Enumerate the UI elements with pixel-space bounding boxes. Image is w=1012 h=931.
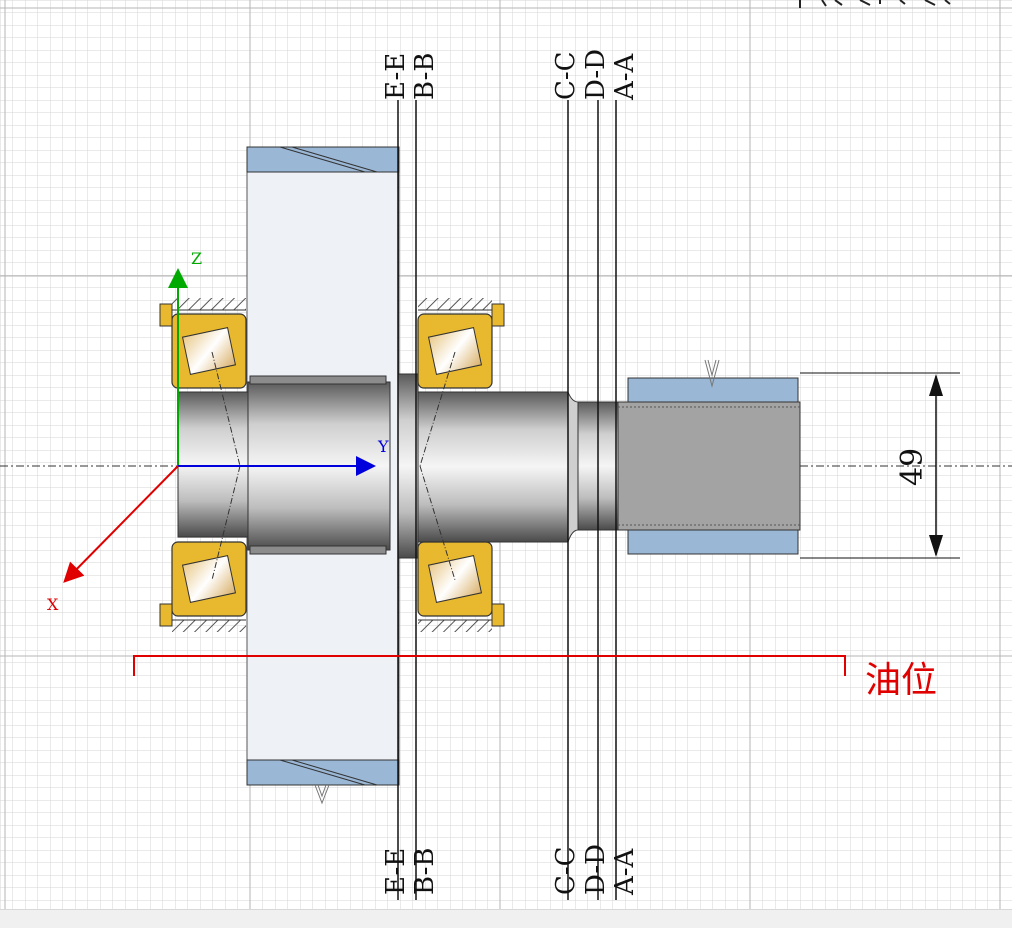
shaft-seg-left-bearing (177, 391, 249, 538)
oil-level-line (133, 655, 846, 676)
shaft-seg-right-bearing (417, 391, 569, 543)
oil-level-label: 油位 (865, 660, 937, 701)
surface-finish-mark (314, 784, 330, 805)
oil-level[interactable]: 油位 (133, 655, 937, 701)
dimension-value: 49 (895, 448, 930, 486)
z-axis-label: Z (191, 249, 202, 268)
axis-triad: Z Y X (47, 249, 389, 614)
x-axis-arrow (63, 465, 179, 583)
section-label-top-b: B-B (410, 53, 440, 100)
housing-hatching (172, 298, 492, 632)
section-label-bottom-d: D-D (581, 844, 611, 895)
fillet (567, 391, 579, 543)
shaft-shoulder (397, 373, 419, 559)
bearing-left-bottom-lug (159, 603, 173, 627)
key-top (249, 375, 387, 385)
section-label-top-d: D-D (581, 49, 611, 100)
section-lines (397, 100, 617, 900)
status-bar (0, 909, 1012, 928)
bearing-right-top-lug (491, 303, 505, 327)
bearing-left-top-lug (159, 303, 173, 327)
y-axis-label: Y (377, 437, 389, 456)
section-label-bottom-a: A-A (610, 847, 640, 896)
roller-left-bottom (181, 555, 237, 603)
roller-right-top (427, 327, 483, 375)
section-label-top-a: A-A (610, 52, 640, 101)
x-axis-label: X (47, 595, 59, 614)
bearing-right-bottom-lug (491, 603, 505, 627)
helix-marks (279, 146, 378, 786)
section-label-bottom-e: E-E (381, 848, 411, 895)
section-label-bottom-b: B-B (410, 848, 440, 895)
bearing-left[interactable] (159, 303, 247, 627)
roller-left-top (181, 327, 237, 375)
surface-finish-mark-2 (704, 359, 720, 388)
coupling-bottom (627, 529, 799, 555)
section-label-top-e: E-E (381, 53, 411, 100)
shaft[interactable] (177, 359, 801, 559)
section-label-top-c: C-C (551, 51, 581, 100)
coupling-top (627, 377, 799, 403)
section-labels-bottom: E-E B-B C-C D-D A-A (381, 844, 640, 896)
shaft-seg-output (617, 401, 801, 531)
key-bottom (249, 545, 387, 555)
clipped-title-glyphs (799, 0, 951, 8)
section-label-bottom-c: C-C (551, 846, 581, 895)
bearing-pressure-lines (211, 351, 456, 581)
section-labels-top: E-E B-B C-C D-D A-A (381, 49, 640, 101)
dimension-49[interactable]: 49 (800, 372, 960, 559)
